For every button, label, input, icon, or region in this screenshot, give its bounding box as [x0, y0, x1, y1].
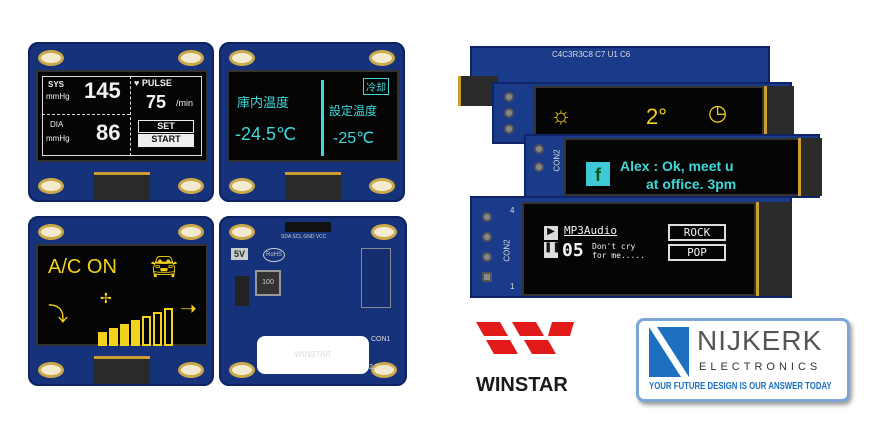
oled-screen: ▶ ❚❚ MP3Audio 05 Don't cry for me..... R…: [522, 202, 756, 296]
dia-unit: mmHg: [46, 134, 70, 143]
set-temp-label: 設定温度: [329, 104, 378, 118]
genre-rock: ROCK: [668, 224, 726, 241]
seat-icon: ⤵: [48, 304, 68, 326]
track-number: 05: [562, 240, 584, 261]
con-label: CON1: [371, 336, 391, 343]
sys-label: SYS: [48, 80, 65, 89]
mode-badge: 冷却: [363, 78, 389, 95]
weather-temp: 2°: [646, 104, 668, 129]
pause-icon: ❚❚: [544, 242, 561, 258]
bar-module-mp3: 4 CON2 1 ▶ ❚❚ MP3Audio 05 Don't cry for …: [470, 196, 792, 298]
ac-title: A/C ON: [48, 256, 117, 278]
oled-screen: A/C ON 🚘︎ ⤵ ✢ ➝: [36, 244, 208, 346]
pin1-label: 1: [510, 282, 515, 291]
inductor: 100: [255, 270, 281, 296]
sun-icon: ☼: [550, 102, 572, 129]
bar-module-back-strip: C4C3R3C8 C7 U1 C6: [470, 46, 770, 86]
fan-level-bars: [98, 308, 173, 346]
pin4-label: 4: [510, 206, 515, 215]
message-line2: at office. 3pm: [646, 176, 737, 192]
dia-label: DIA: [50, 120, 64, 129]
winstar-sticker: WINSTAR: [257, 336, 369, 374]
oled-module-blood-pressure: SYS mmHg 145 ♥ PULSE 75 /min DIA mmHg 86…: [28, 42, 214, 202]
mp3-title: MP3Audio: [564, 224, 617, 237]
pulse-unit: /min: [176, 98, 194, 108]
heart-icon: ♥: [134, 78, 140, 88]
inner-temp-value: -24.5℃: [235, 124, 297, 144]
winstar-mark: [476, 322, 574, 354]
oled-screen: 庫内温度 -24.5℃ 冷却 設定温度 -25℃: [227, 70, 399, 162]
winstar-wordmark: WINSTAR: [476, 374, 568, 396]
fan-icon: ✢: [100, 290, 112, 306]
pin-labels: SDA SCL GND VCC: [281, 234, 327, 240]
facebook-icon: f: [586, 162, 610, 186]
genre-pop: POP: [668, 244, 726, 261]
winstar-logo: WINSTAR: [474, 322, 598, 398]
car-icon: 🚘︎: [150, 254, 178, 279]
con-label: CON2: [502, 239, 512, 262]
nijkerk-name: NIJKERK: [697, 325, 823, 356]
start-button: START: [138, 134, 194, 147]
track-line2: for me.....: [592, 251, 645, 260]
oled-module-fridge: 庫内温度 -24.5℃ 冷却 設定温度 -25℃: [219, 42, 405, 202]
sys-unit: mmHg: [46, 92, 70, 101]
nijkerk-logo: NIJKERK ELECTRONICS YOUR FUTURE DESIGN I…: [636, 318, 850, 402]
nijkerk-slogan: YOUR FUTURE DESIGN IS OUR ANSWER TODAY: [649, 381, 832, 392]
oled-screen: f Alex : Ok, meet u at office. 3pm: [564, 138, 800, 196]
sys-value: 145: [84, 78, 121, 103]
nijkerk-n-mark: [649, 327, 689, 377]
size-label: 2.2mm: [369, 364, 391, 371]
dia-value: 86: [96, 120, 121, 145]
supply-badge: 5V: [231, 248, 249, 260]
bar-module-weather: ☼ 2° ◷: [492, 82, 794, 144]
nijkerk-sub: ELECTRONICS: [699, 361, 822, 373]
set-button: SET: [138, 120, 194, 133]
rohs-mark: RoHS: [263, 248, 286, 262]
clock-icon: ◷: [708, 100, 728, 125]
pulse-label: ♥ PULSE: [134, 78, 172, 88]
oled-module-ac: A/C ON 🚘︎ ⤵ ✢ ➝: [28, 216, 214, 386]
oled-screen: SYS mmHg 145 ♥ PULSE 75 /min DIA mmHg 86…: [36, 70, 208, 162]
track-line1: Don't cry: [592, 242, 636, 251]
seat-air-icon: ➝: [180, 298, 197, 320]
pin-header: [285, 222, 331, 232]
con-label: CON2: [552, 149, 562, 172]
inner-temp-label: 庫内温度: [237, 95, 290, 110]
strip-labels: C4C3R3C8 C7 U1 C6: [552, 50, 631, 59]
message-line1: Alex : Ok, meet u: [620, 158, 734, 174]
set-temp-value: -25℃: [333, 130, 375, 147]
play-icon: ▶: [544, 226, 558, 240]
pulse-value: 75: [146, 92, 167, 112]
bar-module-message: CON2 f Alex : Ok, meet u at office. 3pm: [524, 134, 822, 198]
oled-screen: ☼ 2° ◷: [534, 86, 764, 142]
oled-module-back: SDA SCL GND VCC 5V RoHS 100 WINSTAR CON1…: [219, 216, 407, 386]
